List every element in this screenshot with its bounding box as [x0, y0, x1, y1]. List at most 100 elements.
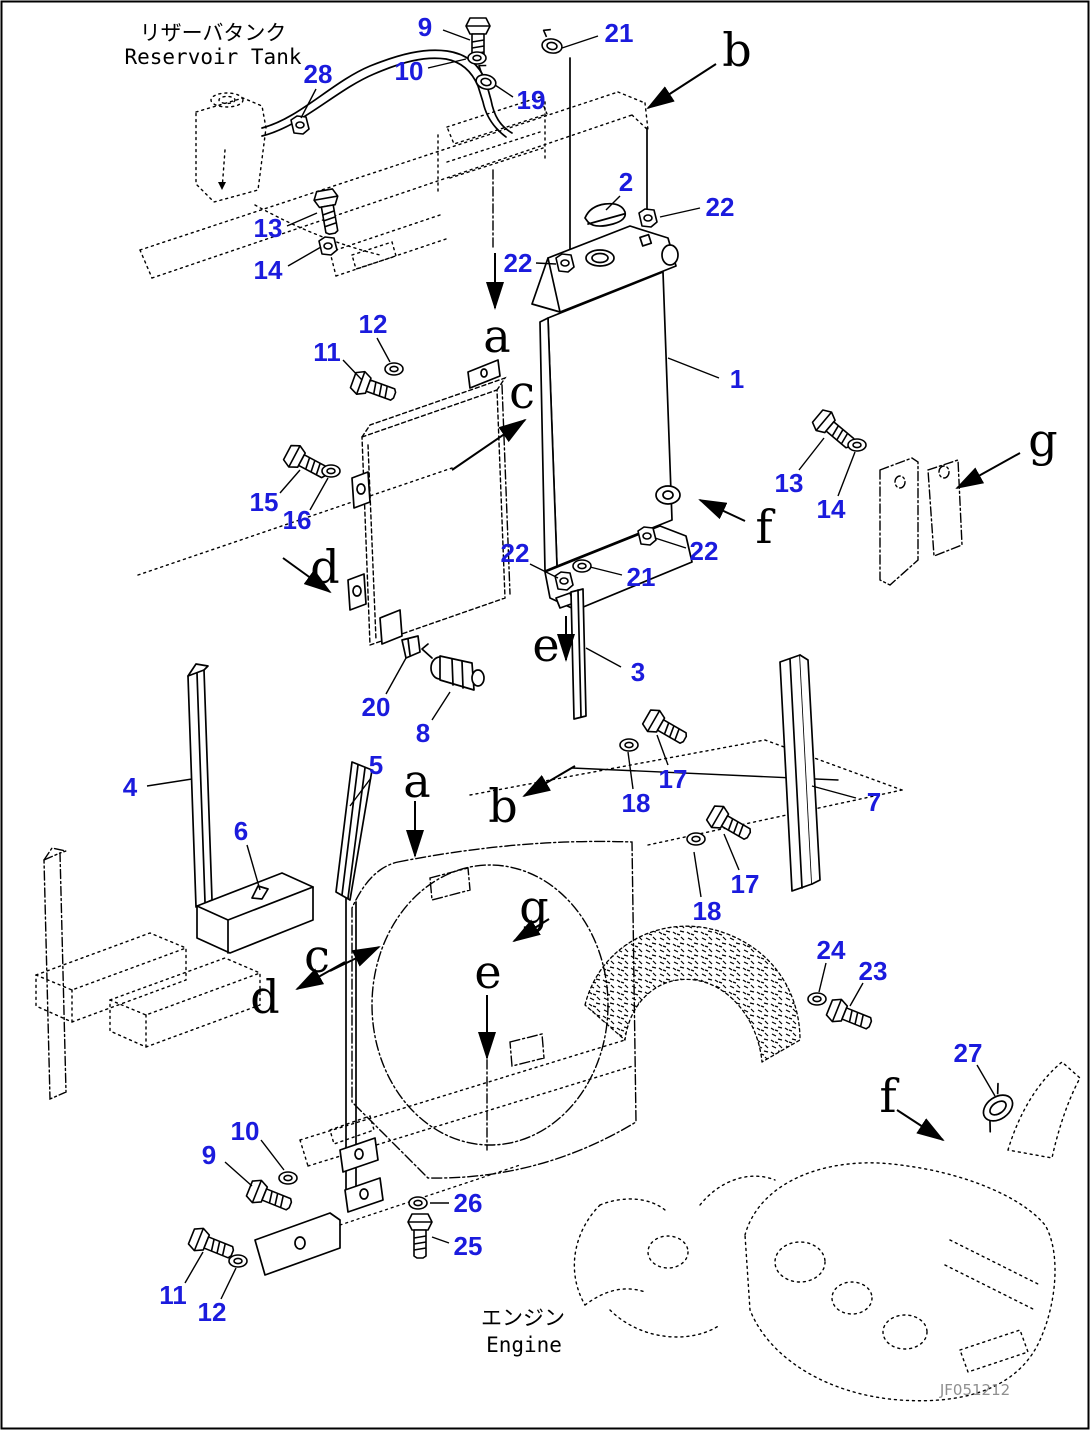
view-letter-f-13: f: [879, 1069, 899, 1123]
bolt-17-upper: [639, 705, 692, 751]
washer-12-mid: [384, 362, 404, 376]
drawing-code: JF051212: [939, 1381, 1010, 1399]
nut-22-mid-left: [554, 571, 574, 591]
part-callout-2-7: 2: [619, 167, 633, 197]
part-callout-11-38: 11: [159, 1280, 187, 1310]
view-arrow-b-0: [646, 63, 717, 110]
leader-line-15: [279, 469, 301, 494]
leader-line-18: [627, 751, 634, 790]
plug-20: [401, 635, 421, 659]
part-callout-21-1: 21: [605, 18, 634, 48]
view-arrow-c-2: [451, 418, 527, 471]
view-letter-d-3: d: [310, 540, 339, 594]
bolt-23: [824, 995, 876, 1036]
part-callout-4-23: 4: [123, 772, 138, 802]
washer-26: [408, 1196, 428, 1210]
washer-18-lower: [686, 832, 706, 846]
part-callout-18-30: 18: [693, 896, 722, 926]
part-callout-9-0: 9: [418, 12, 432, 42]
leader-line-25: [431, 1236, 450, 1244]
leader-line-8: [431, 691, 451, 721]
engine-label-jp: エンジン: [481, 1306, 565, 1330]
reservoir-tank-label-en: Reservoir Tank: [124, 45, 301, 69]
view-letter-e-4: e: [532, 618, 559, 672]
leader-line-14: [287, 246, 322, 267]
leader-line-22: [535, 262, 557, 265]
leader-line-1: [667, 357, 720, 379]
radiator: [531, 225, 693, 611]
leader-line-12: [220, 1267, 237, 1300]
view-arrow-c-9: [329, 946, 381, 972]
part-callout-15-15: 15: [250, 487, 279, 517]
top-guard-frame: [139, 91, 649, 279]
washer-14-right: [847, 438, 867, 452]
leader-line-17: [656, 734, 669, 766]
reservoir-tank-label-jp: リザーバタンク: [140, 21, 287, 45]
shroud-bracket: [339, 897, 384, 1213]
fasteners: [186, 17, 876, 1268]
oil-cooler: [361, 376, 511, 646]
part-callout-9-35: 9: [202, 1140, 216, 1170]
nut-14-left: [318, 236, 338, 256]
view-letter-g-6: g: [1028, 413, 1057, 467]
view-letter-a-7: a: [403, 754, 430, 808]
corrugated-duct: [584, 925, 801, 1063]
leader-line-22: [529, 563, 559, 579]
part-callout-14-6: 14: [254, 255, 283, 285]
nut-22-mid-right: [637, 526, 657, 546]
view-letter-c-9: c: [304, 929, 330, 983]
leader-line-5: [349, 777, 372, 807]
part-callout-13-5: 13: [254, 213, 283, 243]
clamp-21-top: [539, 27, 566, 56]
view-arrow-g-6: [955, 452, 1021, 489]
view-letter-d-10: d: [250, 970, 279, 1024]
leader-line-2: [605, 195, 621, 211]
view-arrow-f-13: [896, 1109, 945, 1142]
leader-line-16: [309, 477, 329, 511]
right-bracket: [879, 457, 963, 586]
part-callout-28-3: 28: [304, 59, 333, 89]
drain-valve-8: [421, 643, 485, 691]
part-callout-5-24: 5: [369, 750, 383, 780]
view-letter-g-11: g: [519, 880, 548, 934]
solid-parts: [187, 49, 1014, 1276]
washer-18-upper: [619, 738, 639, 752]
leader-line-10: [260, 1139, 285, 1171]
part-callout-16-16: 16: [283, 505, 312, 535]
leader-line-22: [654, 537, 687, 549]
part-callout-14-14: 14: [817, 494, 846, 524]
nut-28: [290, 115, 310, 135]
leader-line-4: [146, 778, 193, 787]
leader-line-3: [585, 647, 622, 668]
part-callout-11-11: 11: [313, 337, 341, 367]
part-callout-22-8: 22: [706, 192, 735, 222]
part-callout-23-32: 23: [859, 956, 888, 986]
leader-line-17: [723, 833, 740, 871]
seal-strip-7: [779, 654, 821, 892]
leader-line-19: [494, 84, 514, 98]
reservoir-tank: [195, 92, 381, 256]
leader-line-18: [693, 851, 702, 898]
phantom-spacers: [43, 847, 69, 1101]
part-callout-10-2: 10: [395, 56, 424, 86]
part-callout-17-29: 17: [731, 869, 760, 899]
part-callout-3-20: 3: [631, 657, 645, 687]
leader-line-28: [300, 88, 317, 119]
leader-line-7: [811, 785, 857, 799]
part-callout-22-19: 22: [690, 536, 719, 566]
leader-line-10: [427, 58, 467, 69]
hose-clamp-27: [982, 1082, 1014, 1133]
view-arrow-f-5: [698, 499, 746, 522]
part-callout-22-17: 22: [501, 538, 530, 568]
washer-12-bottom: [228, 1254, 248, 1268]
leader-line-13: [286, 212, 318, 227]
leader-line-21: [561, 35, 599, 49]
leader-line-20: [385, 657, 407, 695]
view-letter-b-8: b: [488, 779, 517, 833]
leader-line-6: [246, 844, 261, 891]
view-letter-a-1: a: [483, 309, 510, 363]
part-callout-6-25: 6: [234, 816, 248, 846]
